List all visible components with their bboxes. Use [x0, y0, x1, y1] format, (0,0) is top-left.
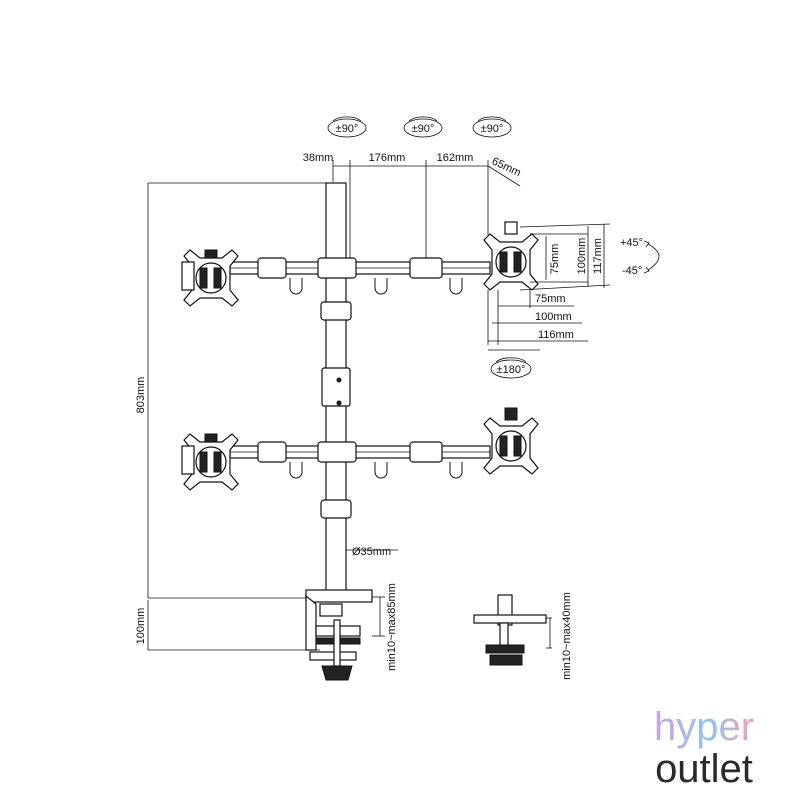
vesa-plate-lower-right [483, 407, 539, 475]
dim-100mm: 100mm [135, 608, 147, 645]
grommet-range: min10~max40mm [561, 592, 573, 680]
vesa-h-100: 100mm [535, 311, 572, 323]
rotation-label-2: ±90° [412, 123, 435, 135]
brand-line2: outlet [655, 747, 753, 791]
dim-38mm: 38mm [303, 152, 334, 164]
hyper-outlet-logo: hyper outlet [654, 705, 754, 791]
vesa-h-75: 75mm [535, 293, 566, 305]
tilt-up: +45° [620, 237, 643, 249]
dim-176mm: 176mm [369, 152, 406, 164]
height-dimension: 803mm [135, 182, 335, 599]
pole-diameter-label: Ø35mm [352, 546, 391, 558]
vesa-plate-upper-right [483, 221, 539, 291]
rotation-badge-3: ±90° [472, 116, 512, 138]
desk-clamp-range: min10~max85mm [386, 583, 398, 671]
pole: Ø35mm [320, 182, 398, 596]
vesa-v-117: 117mm [592, 238, 604, 274]
vesa-h-116: 116mm [538, 329, 574, 341]
vesa-plate-lower-left [181, 433, 239, 491]
desk-clamp: min10~max85mm [305, 583, 398, 681]
tilt-indicator: +45° -45° [620, 237, 660, 277]
vesa-v-75: 75mm [549, 244, 561, 275]
rotation-badge-180: ±180° [488, 349, 540, 379]
grommet-mount: min10~max40mm [473, 592, 573, 680]
lower-arm [229, 441, 491, 479]
brand-line1: hyper [654, 705, 754, 749]
rotation-badge-1: ±90° [327, 116, 367, 138]
vesa-plate-upper-left [181, 249, 239, 307]
dim-162mm: 162mm [437, 152, 474, 164]
dim-803mm: 803mm [135, 377, 147, 414]
vesa-v-100: 100mm [576, 238, 588, 275]
rotation-badge-2: ±90° [403, 116, 443, 138]
rotation-label-180: ±180° [497, 364, 526, 376]
tilt-down: -45° [622, 265, 642, 277]
rotation-label-3: ±90° [481, 123, 504, 135]
rotation-label-1: ±90° [336, 123, 359, 135]
upper-arm [229, 257, 491, 295]
vesa-dimensions: 75mm 100mm 117mm 75mm 100mm 116mm [487, 223, 611, 345]
clamp-height-dimension: 100mm [135, 600, 320, 651]
dim-65mm: 65mm [490, 155, 523, 179]
